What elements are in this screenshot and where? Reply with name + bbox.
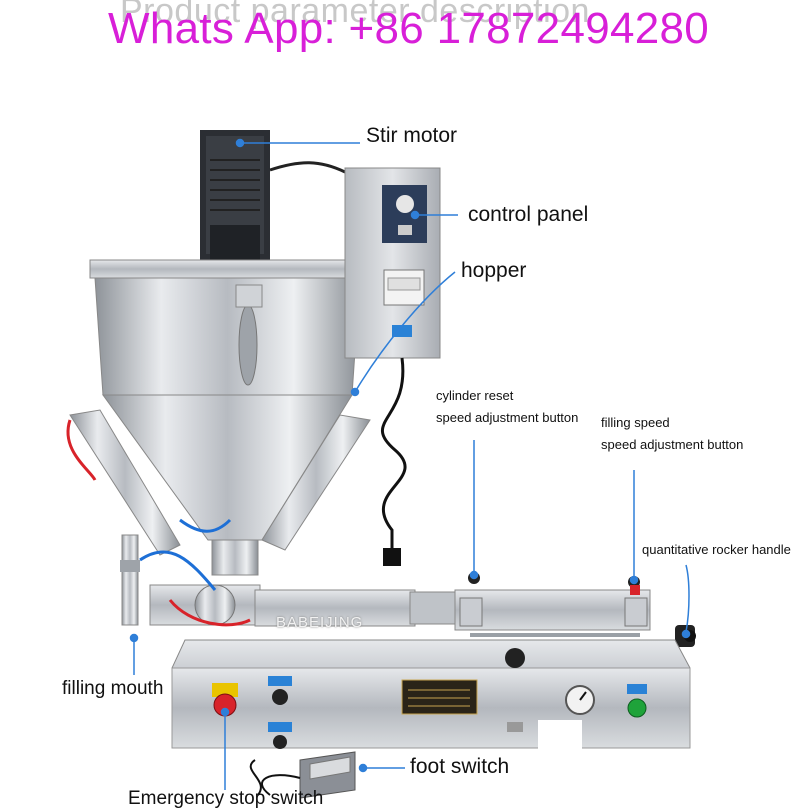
- label-emergency-switch: Emergency stop switch: [128, 788, 324, 809]
- label-stir-motor: Stir motor: [366, 124, 458, 147]
- label-hopper: hopper: [461, 259, 527, 282]
- label-cylinder-reset-line2: speed adjustment button: [436, 410, 579, 425]
- label-cylinder-reset: cylinder reset speed adjustment button: [436, 385, 578, 429]
- label-filling-mouth: filling mouth: [62, 678, 164, 699]
- callout-lines: [129, 138, 691, 790]
- foot-switch: [249, 751, 356, 799]
- filling-cylinder: [66, 419, 696, 647]
- machine-base: [171, 639, 691, 750]
- hopper: [69, 259, 371, 576]
- label-cylinder-reset-line1: cylinder reset: [436, 388, 514, 403]
- label-control-panel: control panel: [468, 203, 589, 226]
- brand-mark: BABEIJING: [276, 614, 364, 631]
- label-filling-speed-line1: filling speed: [601, 415, 670, 430]
- label-filling-speed-line2: speed adjustment button: [601, 437, 744, 452]
- label-foot-switch: foot switch: [410, 755, 510, 778]
- control-panel: [344, 167, 441, 566]
- stir-motor: [200, 130, 346, 260]
- label-filling-speed: filling speed speed adjustment button: [601, 412, 743, 456]
- whatsapp-contact: Whats App: +86 17872494280: [108, 4, 710, 53]
- background-title: Product parameter description: [120, 0, 590, 30]
- label-rocker-handle: quantitative rocker handle: [642, 542, 791, 557]
